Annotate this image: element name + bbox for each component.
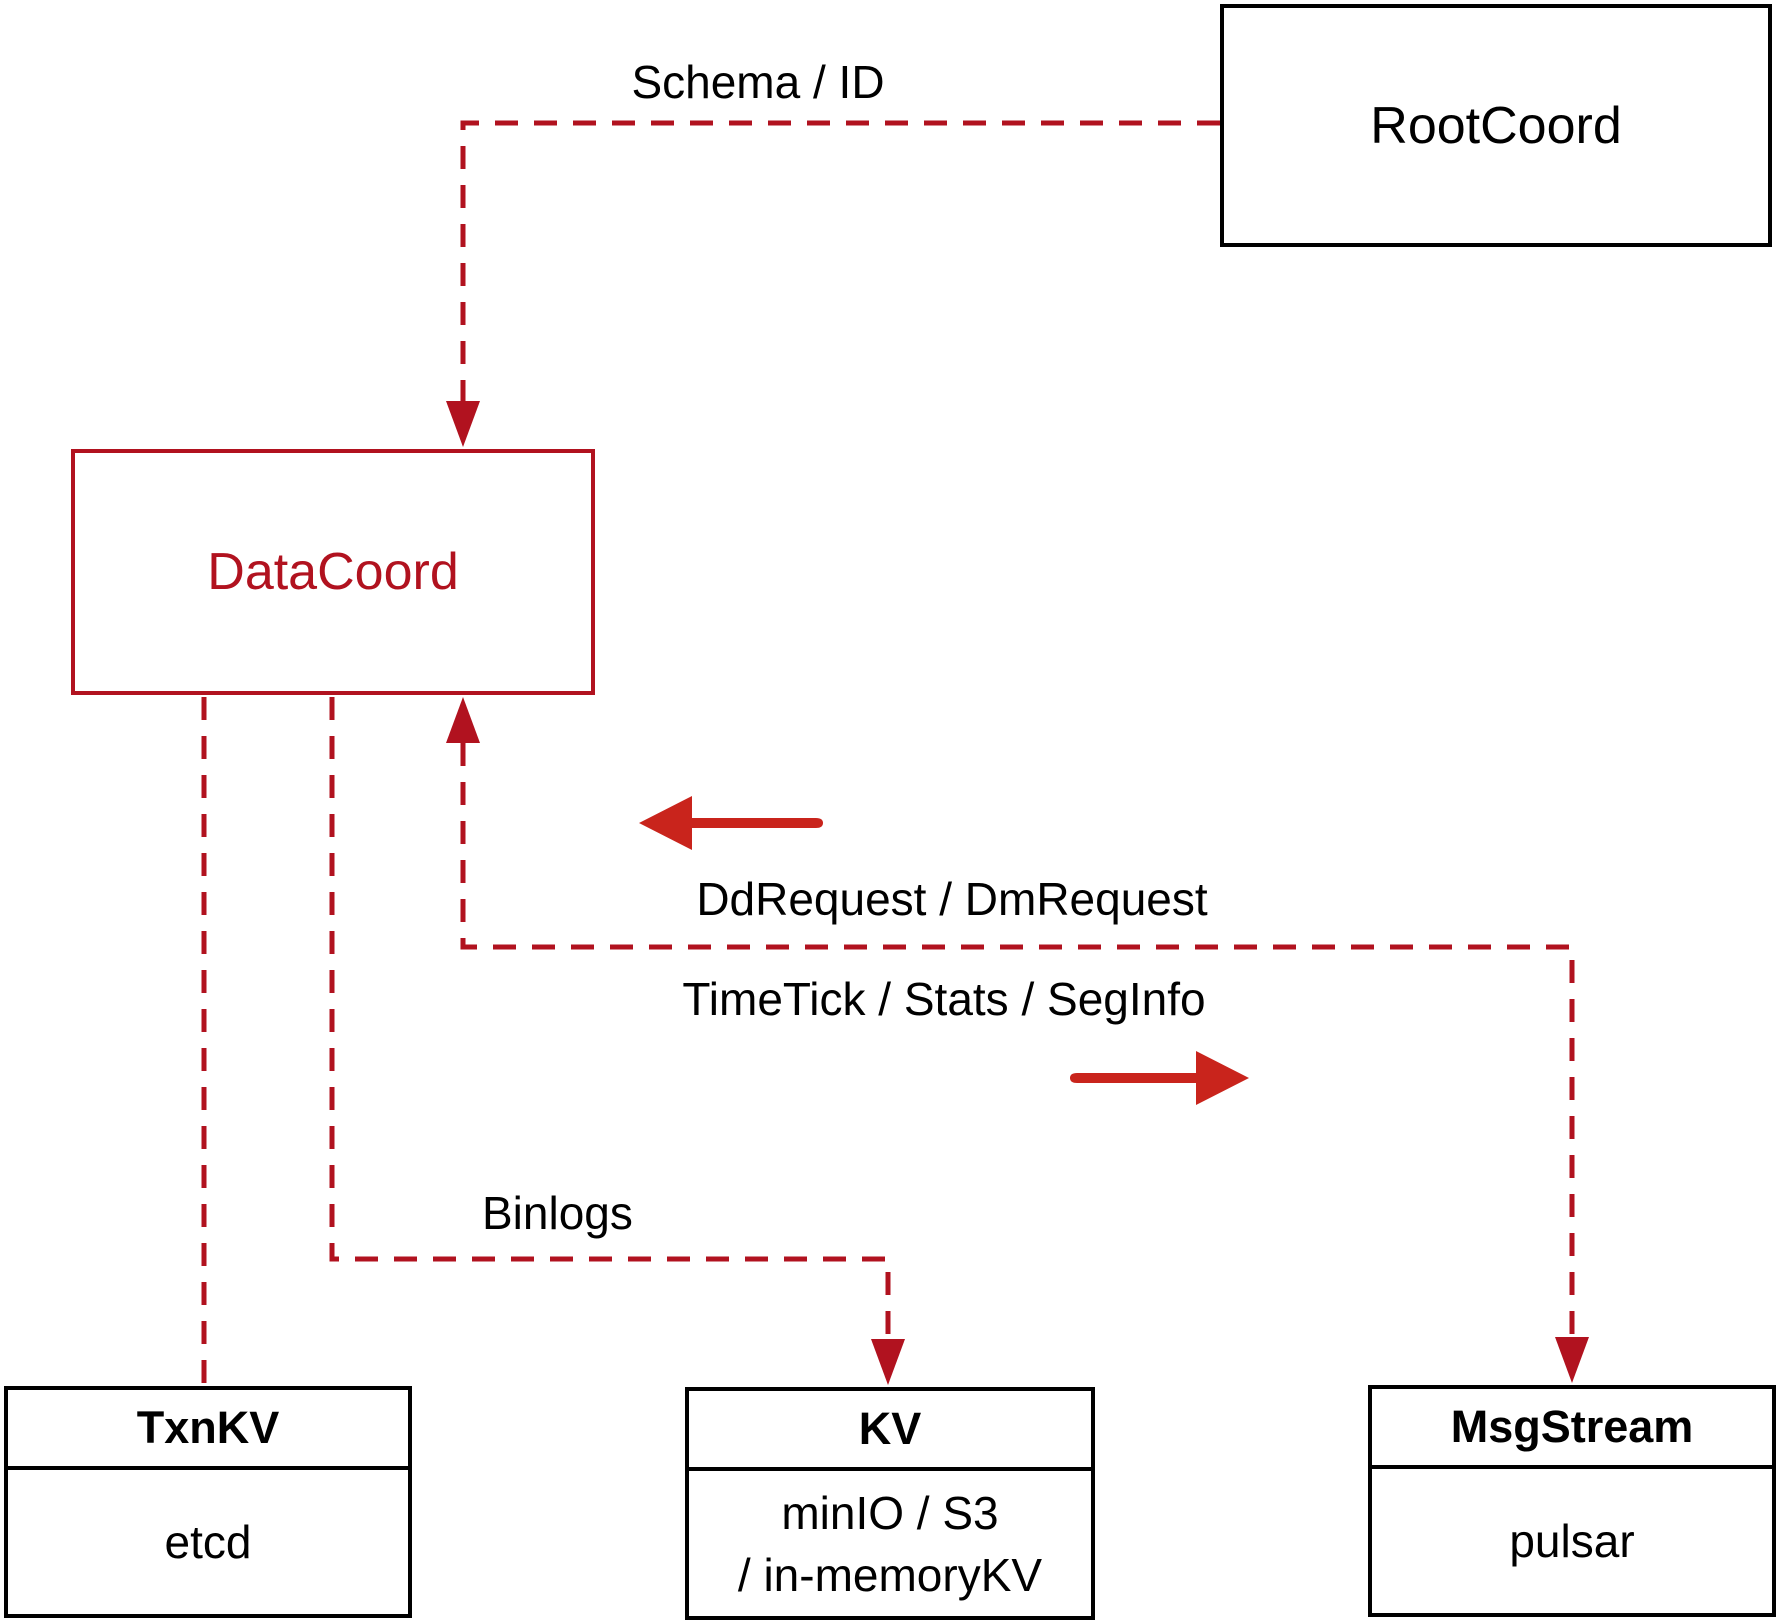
right-direction-arrow-icon <box>1070 1051 1249 1105</box>
edge-label-timetick-stats-seginfo: TimeTick / Stats / SegInfo <box>682 973 1206 1025</box>
edge-label-dd-dm-request: DdRequest / DmRequest <box>696 873 1208 925</box>
node-kv-title: KV <box>689 1391 1091 1471</box>
node-msgstream: MsgStream pulsar <box>1368 1385 1776 1617</box>
node-txnkv-title: TxnKV <box>8 1390 408 1470</box>
node-kv-subtitle-line1: minIO / S3 <box>781 1486 999 1539</box>
binlogs-arrowhead <box>871 1339 905 1385</box>
node-kv: KV minIO / S3 / in-memoryKV <box>685 1387 1095 1620</box>
schema-id-arrowhead <box>446 401 480 447</box>
node-datacoord-label: DataCoord <box>207 543 459 601</box>
left-direction-arrow-icon <box>639 796 823 850</box>
binlogs-connector <box>329 697 891 1340</box>
node-txnkv: TxnKV etcd <box>4 1386 412 1618</box>
datacoord-up-arrowhead <box>446 697 480 743</box>
node-msgstream-subtitle: pulsar <box>1509 1515 1635 1567</box>
node-kv-subtitle-line2: / in-memoryKV <box>737 1548 1043 1601</box>
node-rootcoord-label: RootCoord <box>1370 96 1622 155</box>
edge-label-binlogs: Binlogs <box>482 1187 633 1239</box>
schema-id-connector <box>460 120 1220 402</box>
node-txnkv-subtitle: etcd <box>164 1516 252 1568</box>
edge-label-schema-id: Schema / ID <box>631 56 885 108</box>
node-rootcoord: RootCoord <box>1220 4 1772 247</box>
node-msgstream-title: MsgStream <box>1372 1389 1772 1469</box>
msgstream-arrowhead <box>1555 1337 1589 1383</box>
node-datacoord: DataCoord <box>71 449 595 695</box>
msgstream-connector <box>460 743 1575 1337</box>
